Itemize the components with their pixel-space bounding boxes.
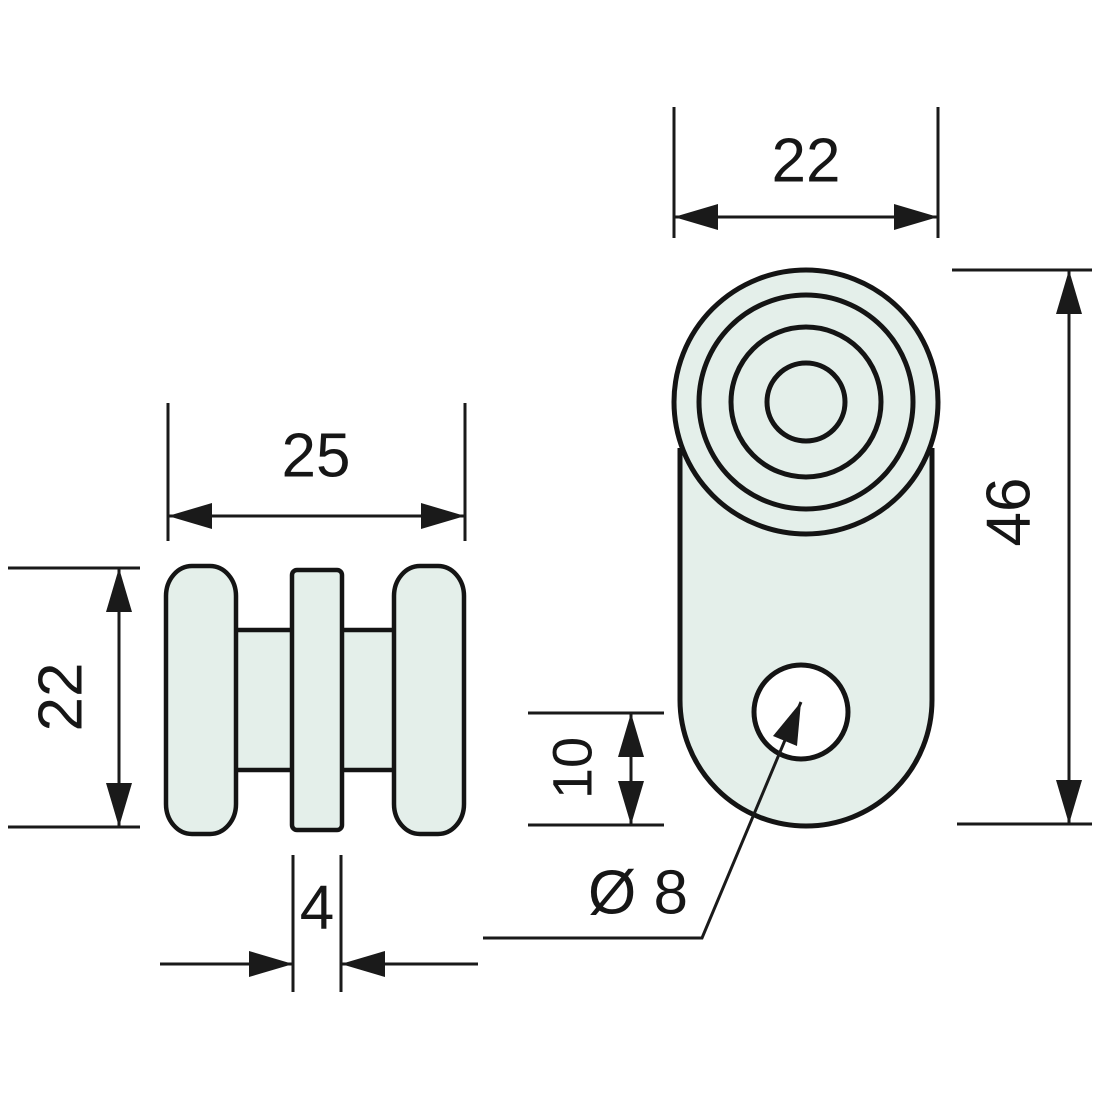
front-view-mounting-hole: [751, 662, 851, 762]
arrowhead-up: [106, 568, 132, 612]
side-view-center-disc: [289, 567, 345, 833]
side-view-right-flange: [391, 563, 467, 837]
dim-web-width: 4: [160, 855, 478, 992]
dim-hole-offset: 10: [528, 711, 664, 827]
dim-web-width-label: 4: [300, 874, 334, 943]
front-view: [671, 267, 941, 829]
arrowhead-right: [249, 951, 293, 977]
dim-body-width-label: 22: [772, 127, 841, 196]
arrowhead-up: [1056, 270, 1082, 314]
dim-spool-height: 22: [8, 566, 140, 829]
dim-spool-width: 25: [166, 403, 467, 541]
leader-line: [483, 701, 803, 940]
arrowhead-left: [168, 503, 212, 529]
side-view-hub-left: [231, 627, 297, 773]
dim-hole-diameter: Ø 8: [483, 701, 803, 940]
front-view-axle-bore: [764, 360, 848, 444]
dim-hole-diameter-label: Ø 8: [588, 859, 688, 928]
arrowhead-down: [1056, 780, 1082, 824]
arrowhead-left: [674, 204, 718, 230]
side-view-left-flange: [163, 563, 239, 837]
front-view-flange-circle: [671, 267, 941, 537]
leader-arrowhead: [773, 702, 801, 746]
arrowhead-up: [618, 713, 644, 757]
arrowhead-left: [341, 951, 385, 977]
side-view-hub-right: [337, 627, 399, 773]
arrowhead-down: [106, 783, 132, 827]
arrowhead-down: [618, 781, 644, 825]
dim-body-height-label: 46: [975, 478, 1044, 547]
arrowhead-right: [421, 503, 465, 529]
dim-body-width: 22: [672, 107, 940, 238]
side-view: [163, 563, 467, 837]
front-view-groove-ring-inner: [728, 324, 884, 480]
dim-spool-height-label: 22: [27, 663, 96, 732]
arrowhead-right: [894, 204, 938, 230]
dim-hole-offset-label: 10: [541, 737, 604, 799]
front-view-body: [677, 448, 935, 829]
dim-body-height: 46: [952, 268, 1092, 826]
dim-spool-width-label: 25: [282, 422, 351, 491]
front-view-groove-ring-outer: [696, 292, 916, 512]
